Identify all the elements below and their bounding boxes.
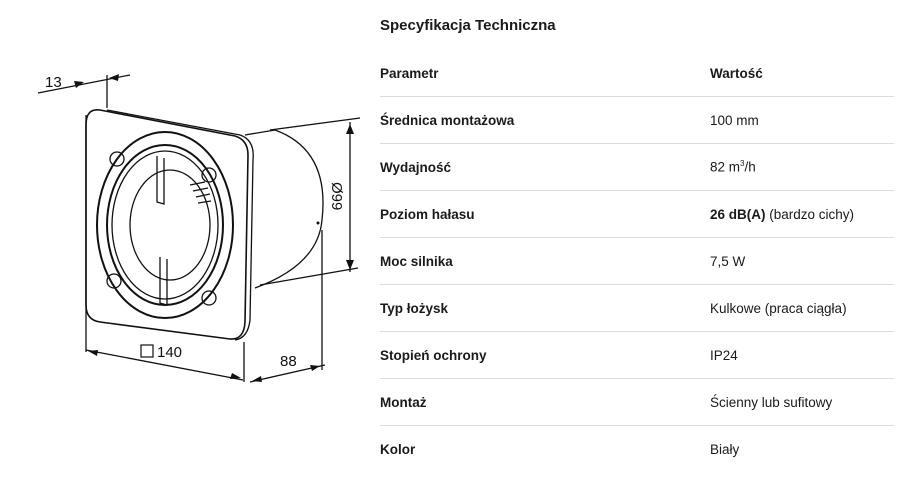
param-cell: Stopień ochrony: [380, 331, 710, 379]
dimension-flange-depth: 13: [45, 74, 62, 91]
header-value: Wartość: [710, 50, 894, 97]
param-cell: Średnica montażowa: [380, 96, 710, 144]
section-title: Specyfikacja Techniczna: [380, 17, 556, 34]
value-cell: Ścienny lub sufitowy: [710, 378, 894, 426]
value-bold: 26 dB(A): [710, 206, 766, 222]
param-cell: Moc silnika: [380, 237, 710, 285]
value-cell: 100 mm: [710, 96, 894, 144]
header-parameter: Parametr: [380, 50, 710, 97]
value-cell: Biały: [710, 441, 740, 457]
param-cell: Typ łożysk: [380, 284, 710, 332]
value-cell: 82 m3/h: [710, 143, 894, 191]
dimension-depth: 88: [280, 353, 297, 370]
param-cell: Montaż: [380, 378, 710, 426]
value-cell: IP24: [710, 331, 894, 379]
fan-technical-drawing: 13 140 88 Ø99: [37, 74, 361, 383]
value-superscript: 3: [740, 159, 745, 169]
param-cell: Wydajność: [380, 143, 710, 191]
table-row: Kolor Biały: [380, 426, 894, 473]
table-header-row: Parametr Wartość: [380, 50, 894, 97]
dimension-diameter: Ø99: [328, 182, 345, 210]
param-cell: Poziom hałasu: [380, 190, 710, 238]
square-symbol: [140, 344, 154, 358]
value-cell: 26 dB(A) (bardzo cichy): [710, 190, 894, 238]
dimension-square: 140: [157, 344, 182, 361]
param-cell: Kolor: [380, 441, 416, 457]
value-text: (bardzo cichy): [765, 206, 855, 222]
value-cell: 7,5 W: [710, 237, 894, 285]
value-cell: Kulkowe (praca ciągła): [710, 284, 894, 332]
value-suffix: /h: [744, 159, 756, 175]
value-text: 82 m: [710, 159, 741, 175]
